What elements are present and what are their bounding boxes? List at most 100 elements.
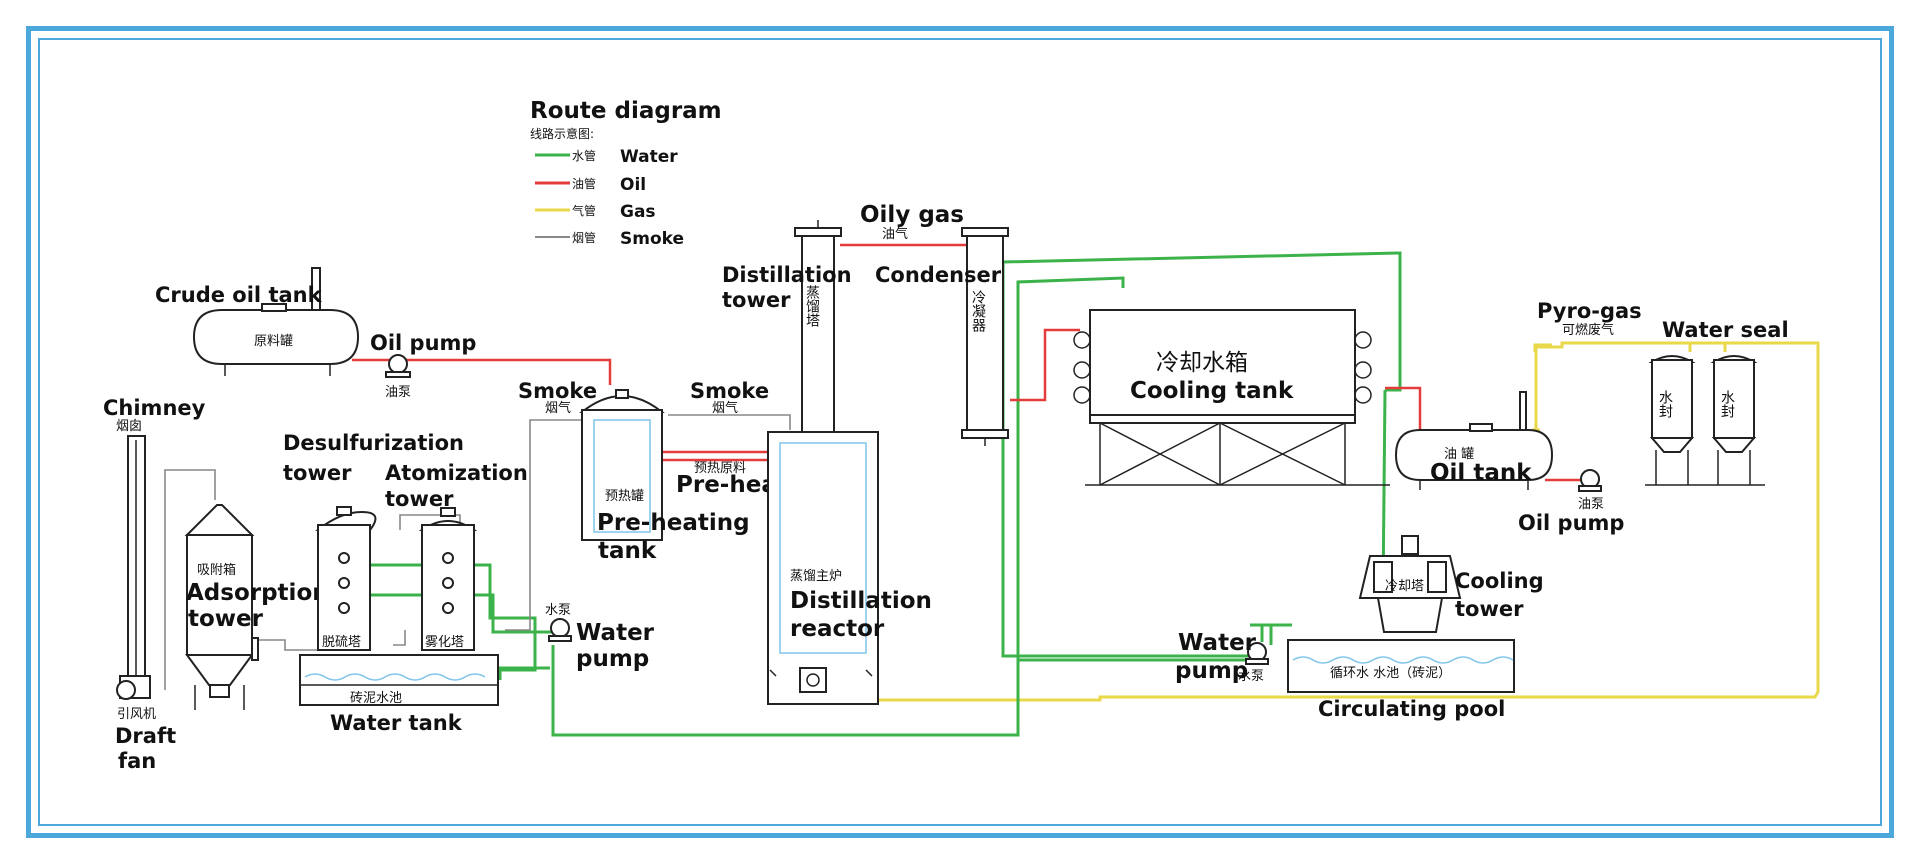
cooling-tank-label: Cooling tank bbox=[1130, 378, 1294, 404]
legend-item-smoke-cn: 烟管 bbox=[572, 230, 596, 245]
chimney-cn: 烟囱 bbox=[116, 419, 142, 434]
legend-title: Route diagram bbox=[530, 98, 722, 124]
water-pump-2-label-1: Water bbox=[1178, 630, 1257, 656]
water-pump-2-cn: 水泵 bbox=[1238, 669, 1264, 684]
water-seal-1-cn: 水封 bbox=[1657, 390, 1673, 418]
legend-item-smoke: 烟管 Smoke bbox=[535, 229, 684, 249]
water-pump-2-label-2: pump bbox=[1175, 658, 1248, 684]
distillation-tower-label-1: Distillation bbox=[722, 263, 852, 287]
legend-item-gas: 气管 Gas bbox=[535, 202, 656, 222]
cooling-tower-label-2: tower bbox=[1455, 597, 1524, 621]
adsorption-tower-cn: 吸附箱 bbox=[197, 562, 236, 578]
water-seal: 水封 水封 bbox=[1645, 355, 1765, 486]
condenser-cn: 冷凝器 bbox=[970, 290, 986, 332]
legend-item-oil-cn: 油管 bbox=[572, 176, 596, 191]
legend-item-gas-cn: 气管 bbox=[572, 203, 596, 218]
outer-frame bbox=[26, 26, 1894, 838]
distillation-reactor: 蒸馏主炉 bbox=[767, 431, 879, 705]
water-seal-label: Water seal bbox=[1662, 318, 1789, 342]
legend-item-water-cn: 水管 bbox=[572, 148, 596, 163]
desulfurization-label-2: tower bbox=[283, 461, 352, 485]
water-tank-label: Water tank bbox=[330, 711, 463, 735]
oil-pump-1 bbox=[385, 354, 411, 378]
oil-pump-2 bbox=[1578, 469, 1602, 492]
cooling-tower-cn: 冷却塔 bbox=[1385, 579, 1424, 594]
water-seal-2-cn: 水封 bbox=[1719, 390, 1735, 418]
crude-oil-tank: 原料罐 bbox=[192, 267, 360, 376]
legend-item-gas-label: Gas bbox=[620, 202, 656, 222]
water-pump-1-label-2: pump bbox=[576, 646, 649, 672]
oil-pump-1-cn: 油泵 bbox=[385, 385, 411, 400]
legend-item-water: 水管 Water bbox=[535, 147, 678, 167]
distillation-tower: 蒸馏塔 bbox=[794, 220, 842, 434]
atomization-tower: 雾化塔 bbox=[418, 507, 478, 651]
chimney-label: Chimney bbox=[103, 396, 206, 420]
distillation-tower-label-2: tower bbox=[722, 288, 791, 312]
chimney bbox=[116, 435, 151, 700]
legend-item-oil-label: Oil bbox=[620, 175, 646, 195]
legend-item-smoke-label: Smoke bbox=[620, 229, 684, 249]
water-pump-2 bbox=[1245, 642, 1269, 665]
legend-title-cn: 线路示意图: bbox=[530, 126, 594, 141]
adsorption-tower: 吸附箱 bbox=[184, 504, 259, 710]
smoke-label-2-cn: 烟气 bbox=[712, 400, 738, 416]
oily-gas-label: Oily gas bbox=[860, 202, 964, 228]
desulfurization-tower: 脱硫塔 bbox=[315, 506, 377, 651]
crude-oil-tank-label: Crude oil tank bbox=[155, 283, 323, 307]
inner-frame bbox=[38, 38, 1882, 826]
preheating-tank-label-1: Pre-heating bbox=[597, 510, 750, 536]
legend-item-oil: 油管 Oil bbox=[535, 175, 646, 195]
desulfurization-label-1: Desulfurization bbox=[283, 431, 464, 455]
gas-pipes bbox=[860, 341, 1820, 702]
pyro-gas-cn: 可燃废气 bbox=[1562, 322, 1614, 338]
draft-fan-cn: 引风机 bbox=[117, 707, 156, 722]
water-pump-1 bbox=[548, 618, 572, 642]
condenser-label: Condenser bbox=[875, 263, 1002, 287]
circulating-pool: 循环水 水池（砖泥） bbox=[1287, 639, 1515, 693]
cooling-tank-cn: 冷却水箱 bbox=[1156, 350, 1248, 376]
condenser: 冷凝器 bbox=[961, 227, 1009, 446]
crude-oil-tank-cn: 原料罐 bbox=[254, 334, 293, 349]
preheating-tank: 预热罐 bbox=[579, 389, 665, 541]
preheating-tank-label-2: tank bbox=[598, 538, 657, 564]
distillation-reactor-label-2: reactor bbox=[790, 616, 885, 642]
water-tank: 砖泥水池 bbox=[299, 654, 499, 706]
desulfurization-tower-cn: 脱硫塔 bbox=[322, 635, 361, 650]
distillation-tower-cn: 蒸馏塔 bbox=[804, 285, 820, 327]
draft-fan-label-1: Draft bbox=[115, 724, 176, 748]
circulating-pool-cn: 循环水 水池（砖泥） bbox=[1330, 666, 1451, 681]
smoke-label-1: Smoke bbox=[518, 379, 597, 403]
circulating-pool-label: Circulating pool bbox=[1318, 697, 1505, 721]
pyro-gas-label: Pyro-gas bbox=[1537, 299, 1642, 323]
oil-pump-1-label: Oil pump bbox=[370, 331, 476, 355]
legend-item-water-label: Water bbox=[620, 147, 678, 167]
oil-tank: 油 罐 bbox=[1394, 391, 1554, 490]
oil-pump-2-cn: 油泵 bbox=[1578, 497, 1604, 512]
water-pump-1-label-1: Water bbox=[576, 620, 655, 646]
atomization-label-1: Atomization bbox=[385, 461, 528, 485]
cooling-tank: 冷却水箱 bbox=[1073, 309, 1390, 486]
oil-tank-cn: 油 罐 bbox=[1444, 447, 1474, 462]
atomization-tower-cn: 雾化塔 bbox=[425, 635, 464, 650]
oily-gas-cn: 油气 bbox=[882, 226, 908, 242]
preheating-tank-cn: 预热罐 bbox=[605, 489, 644, 504]
adsorption-tower-label-1: Adsorption bbox=[186, 580, 329, 606]
distillation-reactor-cn: 蒸馏主炉 bbox=[790, 569, 842, 584]
distillation-reactor-label-1: Distillation bbox=[790, 588, 932, 614]
oil-pump-2-label: Oil pump bbox=[1518, 511, 1624, 535]
water-tank-cn: 砖泥水池 bbox=[350, 691, 402, 706]
smoke-label-1-cn: 烟气 bbox=[545, 400, 571, 416]
draft-fan-label-2: fan bbox=[118, 749, 156, 773]
cooling-tower: 冷却塔 bbox=[1358, 535, 1462, 633]
adsorption-tower-label-2: tower bbox=[188, 606, 264, 632]
preheated-oil-cn: 预热原料 bbox=[694, 461, 746, 476]
cooling-tower-label-1: Cooling bbox=[1455, 569, 1544, 593]
smoke-label-2: Smoke bbox=[690, 379, 769, 403]
legend: Route diagram 线路示意图: 水管 Water 油管 Oil 气管 … bbox=[530, 98, 722, 249]
oil-pipes bbox=[352, 243, 1600, 482]
atomization-label-2: tower bbox=[385, 487, 454, 511]
oil-tank-label: Oil tank bbox=[1430, 460, 1532, 486]
water-pump-1-cn: 水泵 bbox=[545, 603, 571, 618]
